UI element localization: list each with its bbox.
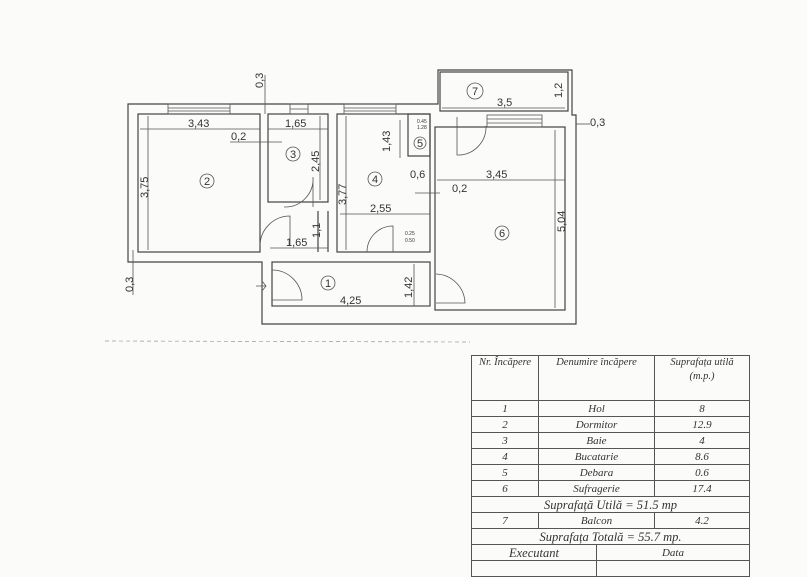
useful-total-row: Suprafață Utilă = 51.5 mp [471,496,750,513]
room-number: 4 [372,174,378,186]
cell: 4 [471,448,539,465]
room-number: 2 [204,176,210,188]
dimension-labels: 3,43 0,2 1,65 2,45 3,75 0,3 0,3 0,3 3,5 … [124,73,605,307]
room-number: 6 [499,228,505,240]
cell: 8 [654,400,750,417]
grand-total: Suprafața Totală = 55.7 mp. [471,528,750,545]
dim-label: 1,65 [286,237,307,249]
room-7-outline [439,71,569,112]
cell: 1 [471,400,539,417]
cell: Bucatarie [538,448,655,465]
cell: 5 [471,464,539,481]
room-5-outline [407,113,431,157]
room-labels: 1 2 3 4 5 6 7 [199,82,510,291]
header-cell: Suprafața utilă (m.p.) [654,355,750,401]
dim-label: 3,5 [497,97,512,109]
room-number: 7 [472,86,478,98]
dim-label: 3,77 [337,184,349,205]
dim-label: 3,45 [486,169,507,181]
room-area-table: Nr. Încăpere Denumire încăpere Suprafața… [471,355,751,577]
dim-label: 0,6 [410,169,425,181]
dim-label: 0,3 [124,277,136,292]
cell: Balcon [538,512,655,529]
dim-label: 0,3 [590,117,605,129]
cell: Hol [538,400,655,417]
dim-label: 1,2 [553,83,565,98]
date-label: Data [595,544,751,561]
cell: 6 [471,480,539,497]
useful-total: Suprafață Utilă = 51.5 mp [471,496,750,513]
header-cell: Denumire încăpere [538,355,655,401]
dimension-lines [132,75,590,308]
cell: Dormitor [538,416,655,433]
cell: 17.4 [654,480,750,497]
dim-label: 1.28 [417,125,427,131]
dim-label: 0.25 [405,231,415,237]
dim-label: 1,43 [381,131,393,152]
dim-label: 0,2 [452,183,467,195]
cell: 2 [471,416,539,433]
entry-arrow-icon [256,279,267,293]
grand-total-row: Suprafața Totală = 55.7 mp. [471,528,750,545]
cell: 3 [471,432,539,449]
dim-label: 0.45 [417,119,427,125]
cell: 4.2 [654,512,750,529]
cell: 12.9 [654,416,750,433]
divider [104,340,471,343]
room-number: 5 [417,138,423,150]
dim-label: 1,1 [311,223,323,238]
cell: 8.6 [654,448,750,465]
dim-label: 5,04 [556,211,568,232]
cell: 0.6 [654,464,750,481]
room-number: 3 [290,149,296,161]
room-number: 1 [325,278,331,290]
room-6-outline [434,126,566,311]
dim-label: 0,3 [254,73,266,88]
table-header: Nr. Încăpere Denumire încăpere Suprafața… [471,355,750,401]
cell: 7 [471,512,539,529]
dim-label: 1,42 [403,277,415,298]
dim-label: 0.50 [405,238,415,244]
doors [256,117,487,304]
dim-label: 2,45 [310,151,322,172]
cell: 4 [654,432,750,449]
windows [167,103,543,128]
cell: Sufragerie [538,480,655,497]
header-cell: Nr. Încăpere [471,355,539,401]
executant-label: Executant [471,544,597,561]
dim-label: 0,2 [231,131,246,143]
dim-label: 1,65 [285,118,306,130]
dim-label: 2,55 [370,203,391,215]
cell: Debara [538,464,655,481]
dim-label: 3,75 [139,177,151,198]
dim-label: 3,43 [188,118,209,130]
floor-plan: 1 2 3 4 5 6 7 3,43 0,2 1,65 2,45 3,75 0,… [104,69,605,343]
dim-label: 4,25 [340,295,361,307]
cell: Baie [538,432,655,449]
